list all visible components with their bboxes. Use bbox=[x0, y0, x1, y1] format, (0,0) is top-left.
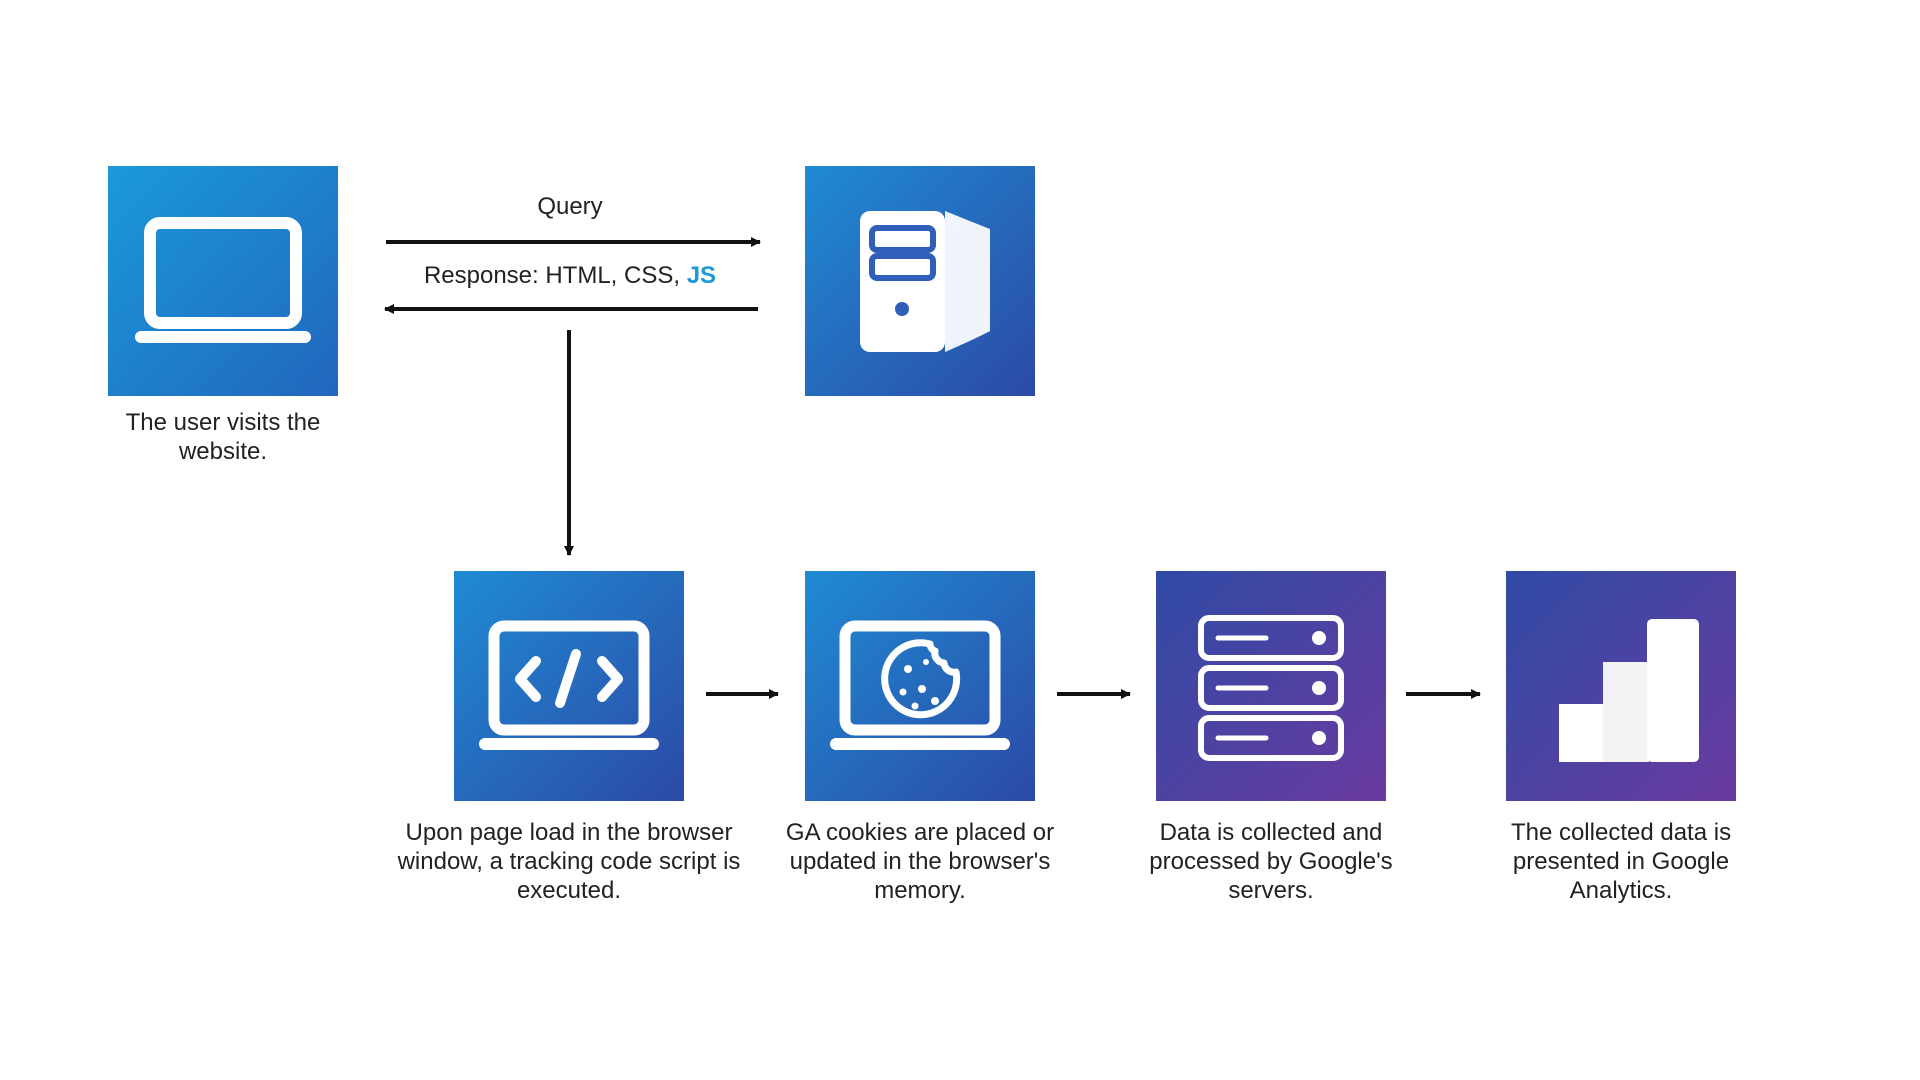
server-rack-icon bbox=[1198, 615, 1344, 761]
analytics-steps-icon bbox=[1559, 619, 1699, 762]
script-node bbox=[454, 571, 684, 801]
response-label-js: JS bbox=[686, 262, 717, 289]
google-node bbox=[1156, 571, 1386, 801]
laptop-icon bbox=[135, 217, 311, 343]
code-laptop-icon bbox=[479, 620, 659, 750]
query-label: Query bbox=[537, 193, 603, 220]
cookies-node bbox=[805, 571, 1035, 801]
analytics-node bbox=[1506, 571, 1736, 801]
script-caption: Upon page load in the browser window, a … bbox=[397, 819, 741, 904]
response-label-prefix: Response: HTML, CSS, bbox=[423, 262, 687, 289]
analytics-caption: The collected data is presented in Googl… bbox=[1510, 819, 1732, 904]
server-node bbox=[805, 166, 1035, 396]
user-caption: The user visits the website. bbox=[125, 409, 321, 465]
server-tower-icon bbox=[860, 211, 990, 352]
response-label: Response: HTML, CSS, JS bbox=[405, 262, 735, 290]
cookie-laptop-icon bbox=[830, 620, 1010, 750]
user-node bbox=[108, 166, 338, 396]
cookies-caption: GA cookies are placed or updated in the … bbox=[785, 819, 1055, 904]
google-caption: Data is collected and processed by Googl… bbox=[1149, 819, 1393, 904]
